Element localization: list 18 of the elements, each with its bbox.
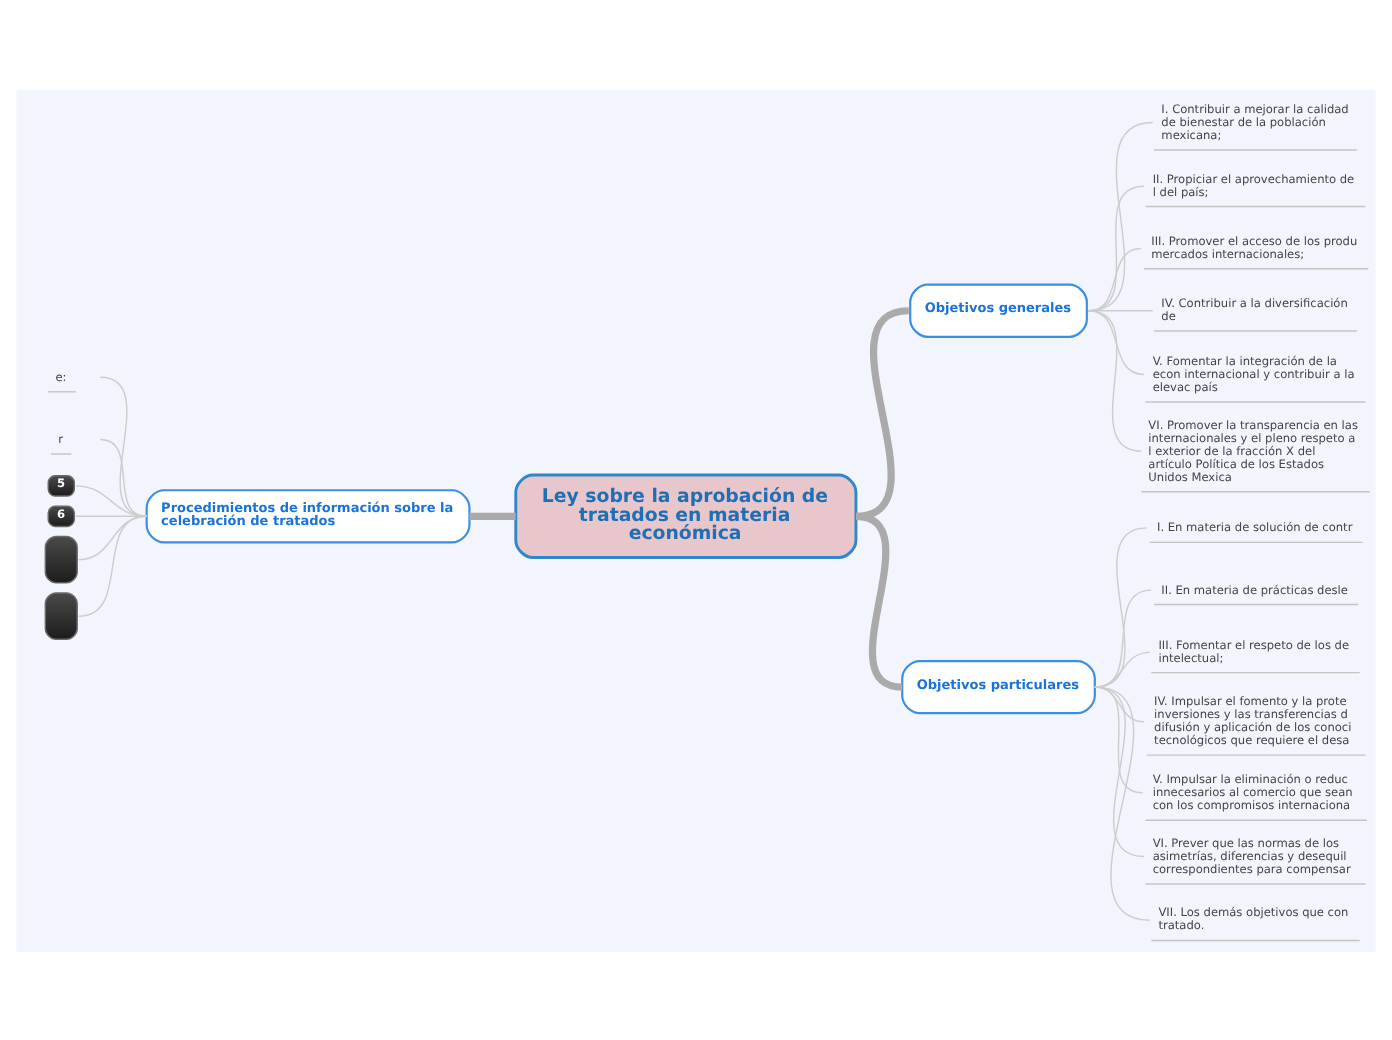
connector	[469, 511, 516, 519]
node-box: Ley sobre la aprobación de tratados en materia económica	[514, 472, 858, 558]
connector	[1087, 309, 1142, 451]
connector	[1094, 685, 1144, 793]
connector	[99, 375, 148, 517]
connector	[1094, 685, 1145, 722]
connector	[1087, 246, 1142, 311]
connector	[1094, 685, 1151, 920]
node-box	[44, 534, 78, 583]
connector	[99, 437, 148, 517]
connector	[1094, 588, 1152, 687]
node-box	[44, 591, 78, 640]
connector	[75, 484, 148, 517]
connector	[1094, 650, 1151, 687]
connector	[77, 514, 148, 616]
connector	[1087, 184, 1145, 311]
connector	[1087, 120, 1154, 311]
connector	[1094, 685, 1145, 857]
